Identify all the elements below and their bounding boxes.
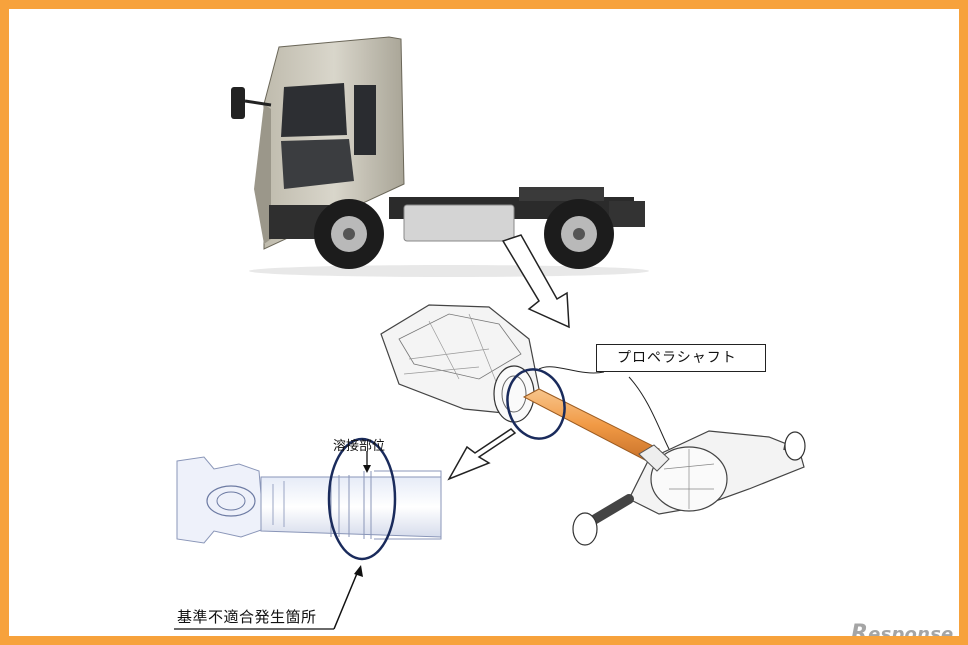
nonconformity-location-label: 基準不適合発生箇所	[177, 608, 317, 626]
transmission-illustration	[380, 304, 540, 423]
watermark-initial: R	[851, 621, 869, 645]
defect-callout-ellipse	[327, 437, 397, 561]
weld-callout-circle	[506, 368, 566, 440]
recall-diagram	[174, 36, 806, 630]
arrow-to-detail	[447, 428, 517, 481]
response-watermark: Response.	[851, 621, 961, 645]
shaft-detail-view	[176, 456, 442, 544]
rear-wheel	[544, 199, 614, 269]
weld-part-label: 溶接部位	[333, 439, 386, 454]
propeller-shaft-leader	[538, 366, 670, 450]
front-wheel	[314, 199, 384, 269]
truck-illustration	[231, 36, 649, 277]
watermark-text: esponse.	[868, 624, 961, 645]
propeller-shaft	[522, 388, 670, 472]
rear-axle-illustration	[572, 430, 806, 546]
arrow-truck-to-drivetrain	[501, 234, 570, 329]
propeller-shaft-label: プロペラシャフト	[596, 344, 766, 372]
